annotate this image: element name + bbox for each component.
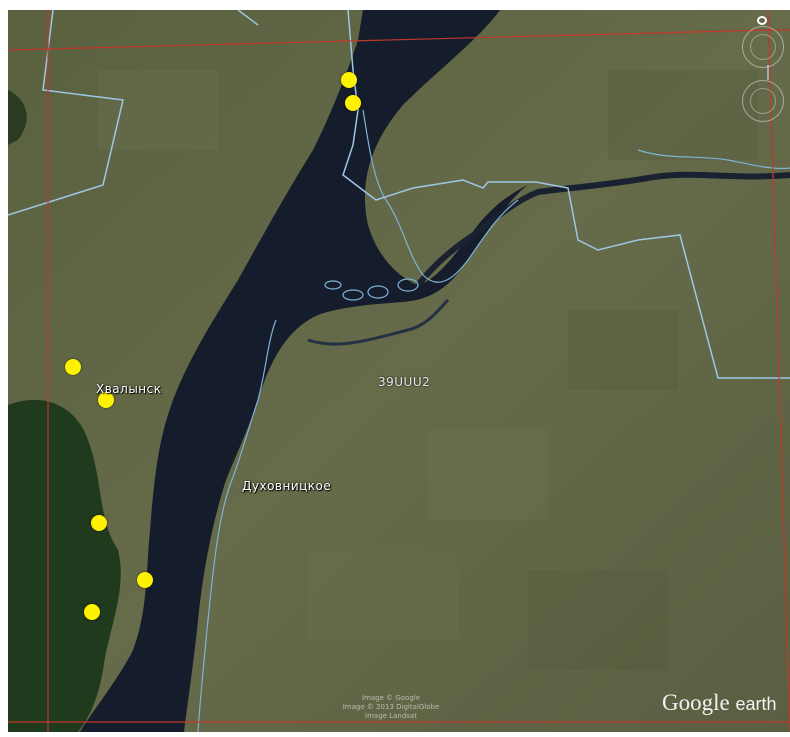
logo-word-earth: earth [735, 694, 777, 714]
place-label-khvalynsk[interactable]: Хвалынск [96, 382, 162, 396]
location-marker[interactable] [345, 95, 361, 111]
move-ring-icon[interactable] [742, 80, 784, 122]
land-area [8, 10, 790, 732]
credit-line: Image © 2013 DigitalGlobe [342, 703, 440, 711]
imagery-credit: Image © Google Image © 2013 DigitalGlobe… [326, 694, 456, 721]
field-patches [98, 70, 758, 670]
location-marker[interactable] [91, 515, 107, 531]
location-marker[interactable] [98, 392, 114, 408]
credit-line: Image © Google [361, 694, 421, 702]
forest-area-north [8, 90, 27, 145]
location-marker[interactable] [137, 572, 153, 588]
river [80, 10, 528, 732]
credit-line: Image Landsat [365, 712, 417, 720]
water-outlines [197, 109, 790, 732]
logo-word-google: Google [662, 690, 730, 715]
river-channel [415, 171, 790, 287]
river-channel [307, 298, 450, 346]
move-joystick-icon[interactable] [750, 88, 776, 114]
map-imagery [8, 10, 790, 732]
navigation-controls[interactable] [738, 14, 786, 134]
forest-area [8, 399, 121, 732]
place-label-dukhovnitskoe[interactable]: Духовницкое [242, 479, 332, 493]
look-around-ring-icon[interactable] [742, 26, 784, 68]
location-marker[interactable] [84, 604, 100, 620]
location-marker[interactable] [341, 72, 357, 88]
look-joystick-icon[interactable] [750, 34, 776, 60]
location-marker[interactable] [65, 359, 81, 375]
boundary-lines-blue [8, 10, 790, 379]
north-indicator-icon[interactable] [757, 16, 767, 25]
google-earth-logo: Google earth [662, 690, 777, 716]
satellite-map[interactable]: Хвалынск Духовницкое 39UUU2 Image © Goog… [8, 10, 790, 732]
tile-id-label: 39UUU2 [378, 375, 431, 389]
